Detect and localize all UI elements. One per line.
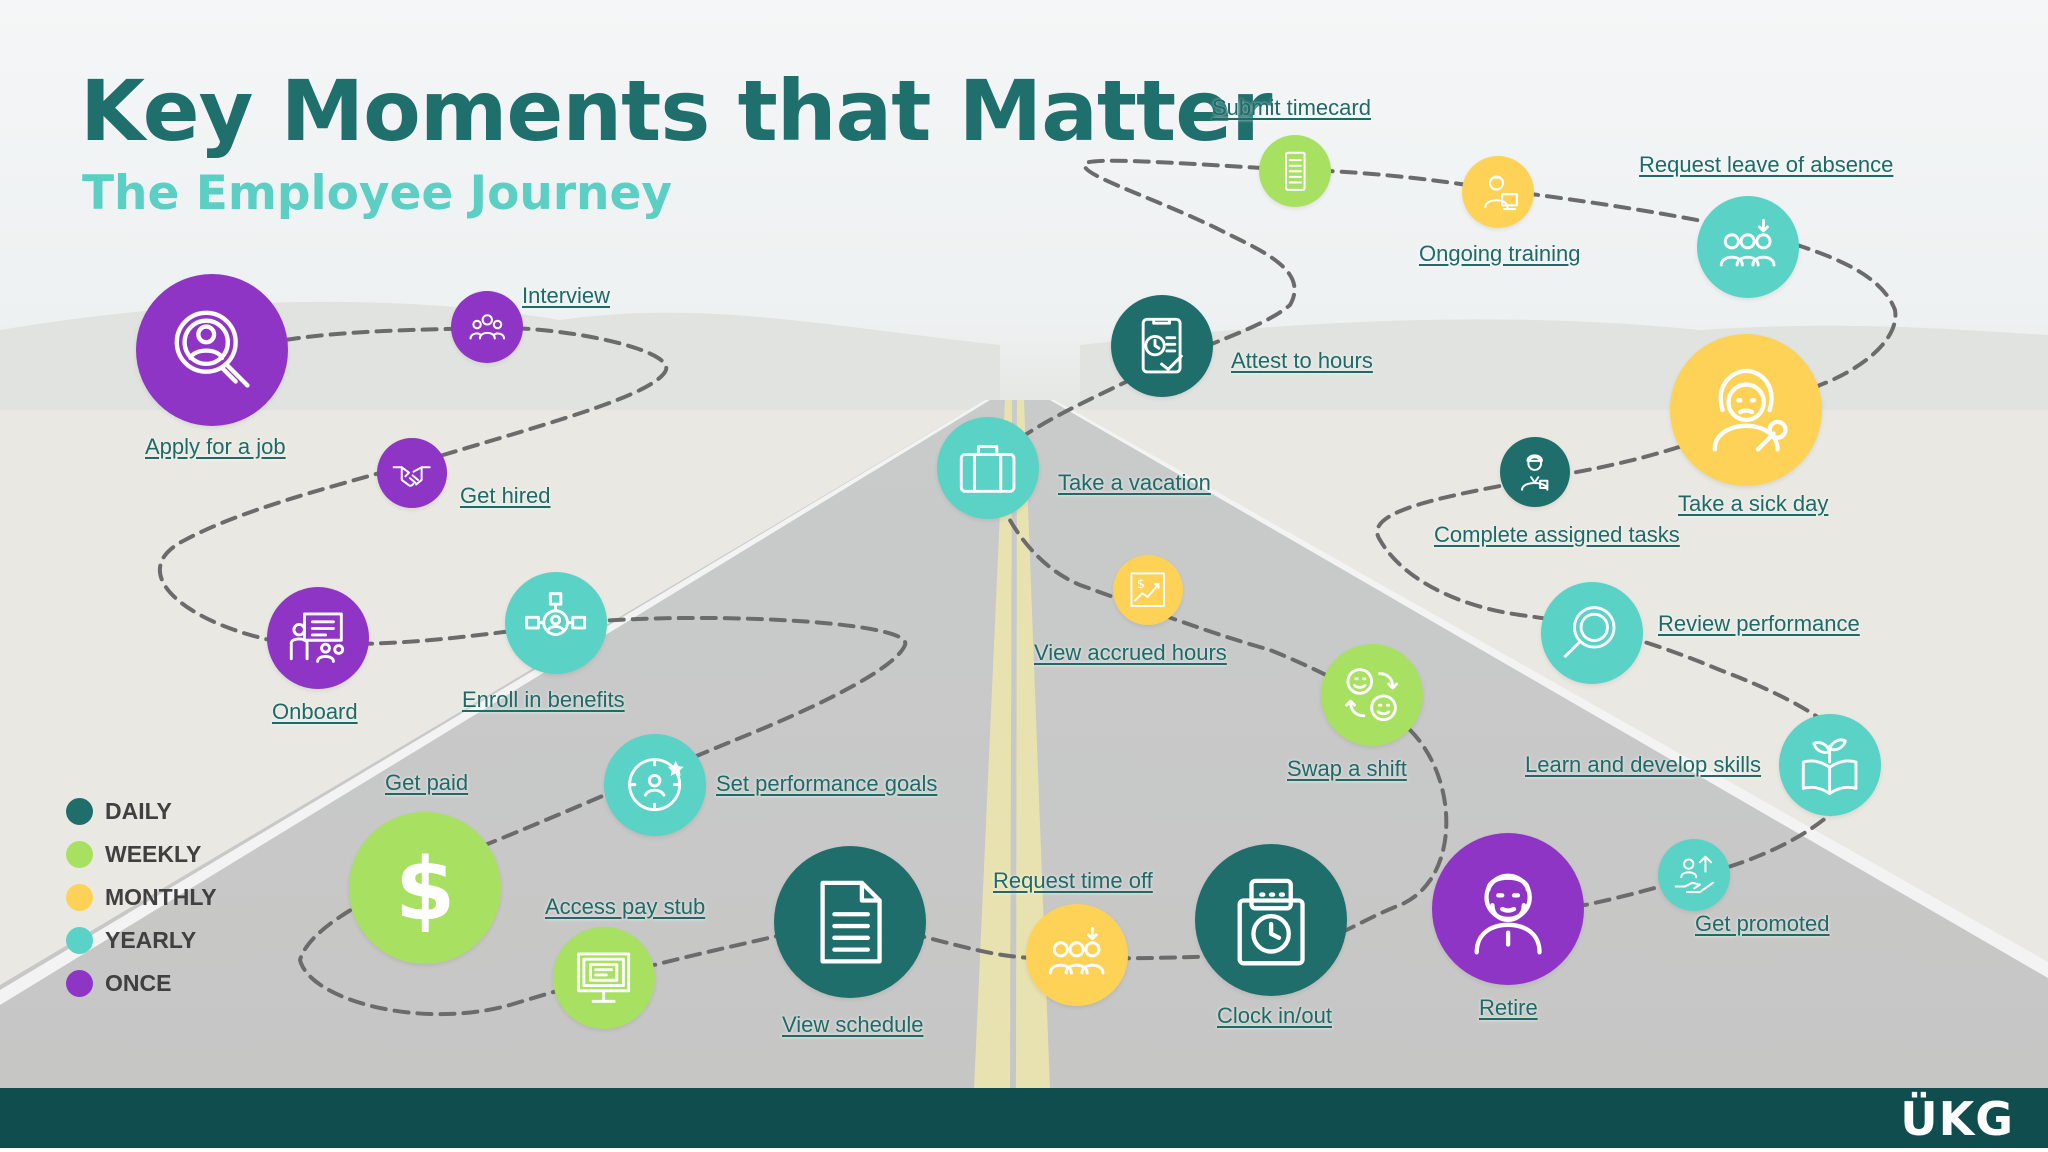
moment-review-node[interactable] <box>1541 582 1643 684</box>
moment-timecard-node[interactable] <box>1259 135 1331 207</box>
moment-benefits-node[interactable] <box>505 572 607 674</box>
moment-schedule-link[interactable]: View schedule <box>782 1012 924 1037</box>
moment-timeoff-link[interactable]: Request time off <box>993 868 1153 893</box>
svg-text:$: $ <box>1137 576 1145 591</box>
moment-apply-node[interactable] <box>136 274 288 426</box>
worker-icon <box>1500 437 1570 507</box>
moment-accrued-link[interactable]: View accrued hours <box>1034 640 1227 665</box>
moment-promoted-node[interactable] <box>1658 839 1730 911</box>
moment-paid-node[interactable]: $ <box>349 812 501 964</box>
suitcase-icon <box>937 417 1039 519</box>
sick-person-icon <box>1670 334 1822 486</box>
legend-label: YEARLY <box>105 927 197 953</box>
footer-bar <box>0 1088 2048 1152</box>
moment-clock-node[interactable] <box>1195 844 1347 996</box>
page-subtitle: The Employee Journey <box>82 166 673 221</box>
moment-attest-node[interactable] <box>1111 295 1213 397</box>
svg-text:$: $ <box>395 841 455 935</box>
ukg-logo: ÜKG <box>1900 1092 2014 1146</box>
moment-paid-link[interactable]: Get paid <box>385 770 469 795</box>
moment-goals-link[interactable]: Set performance goals <box>716 771 938 796</box>
money-chart-icon: $ <box>1113 555 1183 625</box>
moment-retire-link[interactable]: Retire <box>1479 995 1538 1020</box>
legend-item: ONCE <box>66 962 217 1005</box>
trainer-icon <box>1462 156 1534 228</box>
moment-swap-node[interactable] <box>1321 644 1423 746</box>
legend-label: WEEKLY <box>105 841 202 867</box>
moment-training-link[interactable]: Ongoing training <box>1419 241 1581 266</box>
moment-training-node[interactable] <box>1462 156 1534 228</box>
footer-strip <box>0 1148 2048 1152</box>
moment-sick-node[interactable] <box>1670 334 1822 486</box>
moment-retire-node[interactable] <box>1432 833 1584 985</box>
frequency-legend: DAILY WEEKLY MONTHLY YEARLY ONCE <box>66 790 217 1005</box>
legend-dot <box>66 970 93 997</box>
target-person-icon <box>604 734 706 836</box>
moment-leave-link[interactable]: Request leave of absence <box>1639 152 1894 177</box>
moment-vacation-node[interactable] <box>937 417 1039 519</box>
moment-schedule-node[interactable] <box>774 846 926 998</box>
moment-paystub-node[interactable] <box>553 927 655 1029</box>
moment-sick-link[interactable]: Take a sick day <box>1678 491 1829 516</box>
moment-hired-node[interactable] <box>377 438 447 508</box>
moment-skills-node[interactable] <box>1779 714 1881 816</box>
moment-interview-link[interactable]: Interview <box>522 283 611 308</box>
team-request-icon <box>1697 196 1799 298</box>
legend-dot <box>66 841 93 868</box>
moment-apply-link[interactable]: Apply for a job <box>145 434 286 459</box>
swap-faces-icon <box>1321 644 1423 746</box>
moment-paystub-link[interactable]: Access pay stub <box>545 894 706 919</box>
moment-onboard-link[interactable]: Onboard <box>272 699 358 724</box>
elder-icon <box>1432 833 1584 985</box>
moment-attest-link[interactable]: Attest to hours <box>1231 348 1373 373</box>
presentation-icon <box>267 587 369 689</box>
tablet-clock-icon <box>1111 295 1213 397</box>
legend-label: DAILY <box>105 798 172 824</box>
moment-vacation-link[interactable]: Take a vacation <box>1058 470 1211 495</box>
moment-onboard-node[interactable] <box>267 587 369 689</box>
timecard-icon <box>1259 135 1331 207</box>
legend-item: WEEKLY <box>66 833 217 876</box>
magnifier-person-icon <box>136 274 288 426</box>
moment-goals-node[interactable] <box>604 734 706 836</box>
moment-timeoff-node[interactable] <box>1026 904 1128 1006</box>
moment-tasks-link[interactable]: Complete assigned tasks <box>1434 522 1680 547</box>
team-request-icon <box>1026 904 1128 1006</box>
moment-review-link[interactable]: Review performance <box>1658 611 1860 636</box>
legend-dot <box>66 798 93 825</box>
legend-label: ONCE <box>105 970 172 996</box>
magnifier-icon <box>1541 582 1643 684</box>
promotion-icon <box>1658 839 1730 911</box>
moment-skills-link[interactable]: Learn and develop skills <box>1525 752 1762 777</box>
moment-swap-link[interactable]: Swap a shift <box>1287 756 1407 781</box>
moment-hired-link[interactable]: Get hired <box>460 483 551 508</box>
moment-leave-node[interactable] <box>1697 196 1799 298</box>
moment-timecard-link[interactable]: Submit timecard <box>1212 95 1371 120</box>
handshake-icon <box>377 438 447 508</box>
timeclock-icon <box>1195 844 1347 996</box>
moment-accrued-node[interactable]: $ <box>1113 555 1183 625</box>
legend-dot <box>66 884 93 911</box>
legend-item: MONTHLY <box>66 876 217 919</box>
benefits-icon <box>505 572 607 674</box>
group-icon <box>451 291 523 363</box>
moment-clock-link[interactable]: Clock in/out <box>1217 1003 1332 1028</box>
moment-interview-node[interactable] <box>451 291 523 363</box>
document-icon <box>774 846 926 998</box>
legend-item: DAILY <box>66 790 217 833</box>
book-plant-icon <box>1779 714 1881 816</box>
monitor-icon <box>553 927 655 1029</box>
dollar-icon: $ <box>349 812 501 964</box>
legend-item: YEARLY <box>66 919 217 962</box>
page-title: Key Moments that Matter <box>80 62 1273 160</box>
legend-dot <box>66 927 93 954</box>
legend-label: MONTHLY <box>105 884 217 910</box>
moment-tasks-node[interactable] <box>1500 437 1570 507</box>
moment-benefits-link[interactable]: Enroll in benefits <box>462 687 625 712</box>
moment-promoted-link[interactable]: Get promoted <box>1695 911 1830 936</box>
